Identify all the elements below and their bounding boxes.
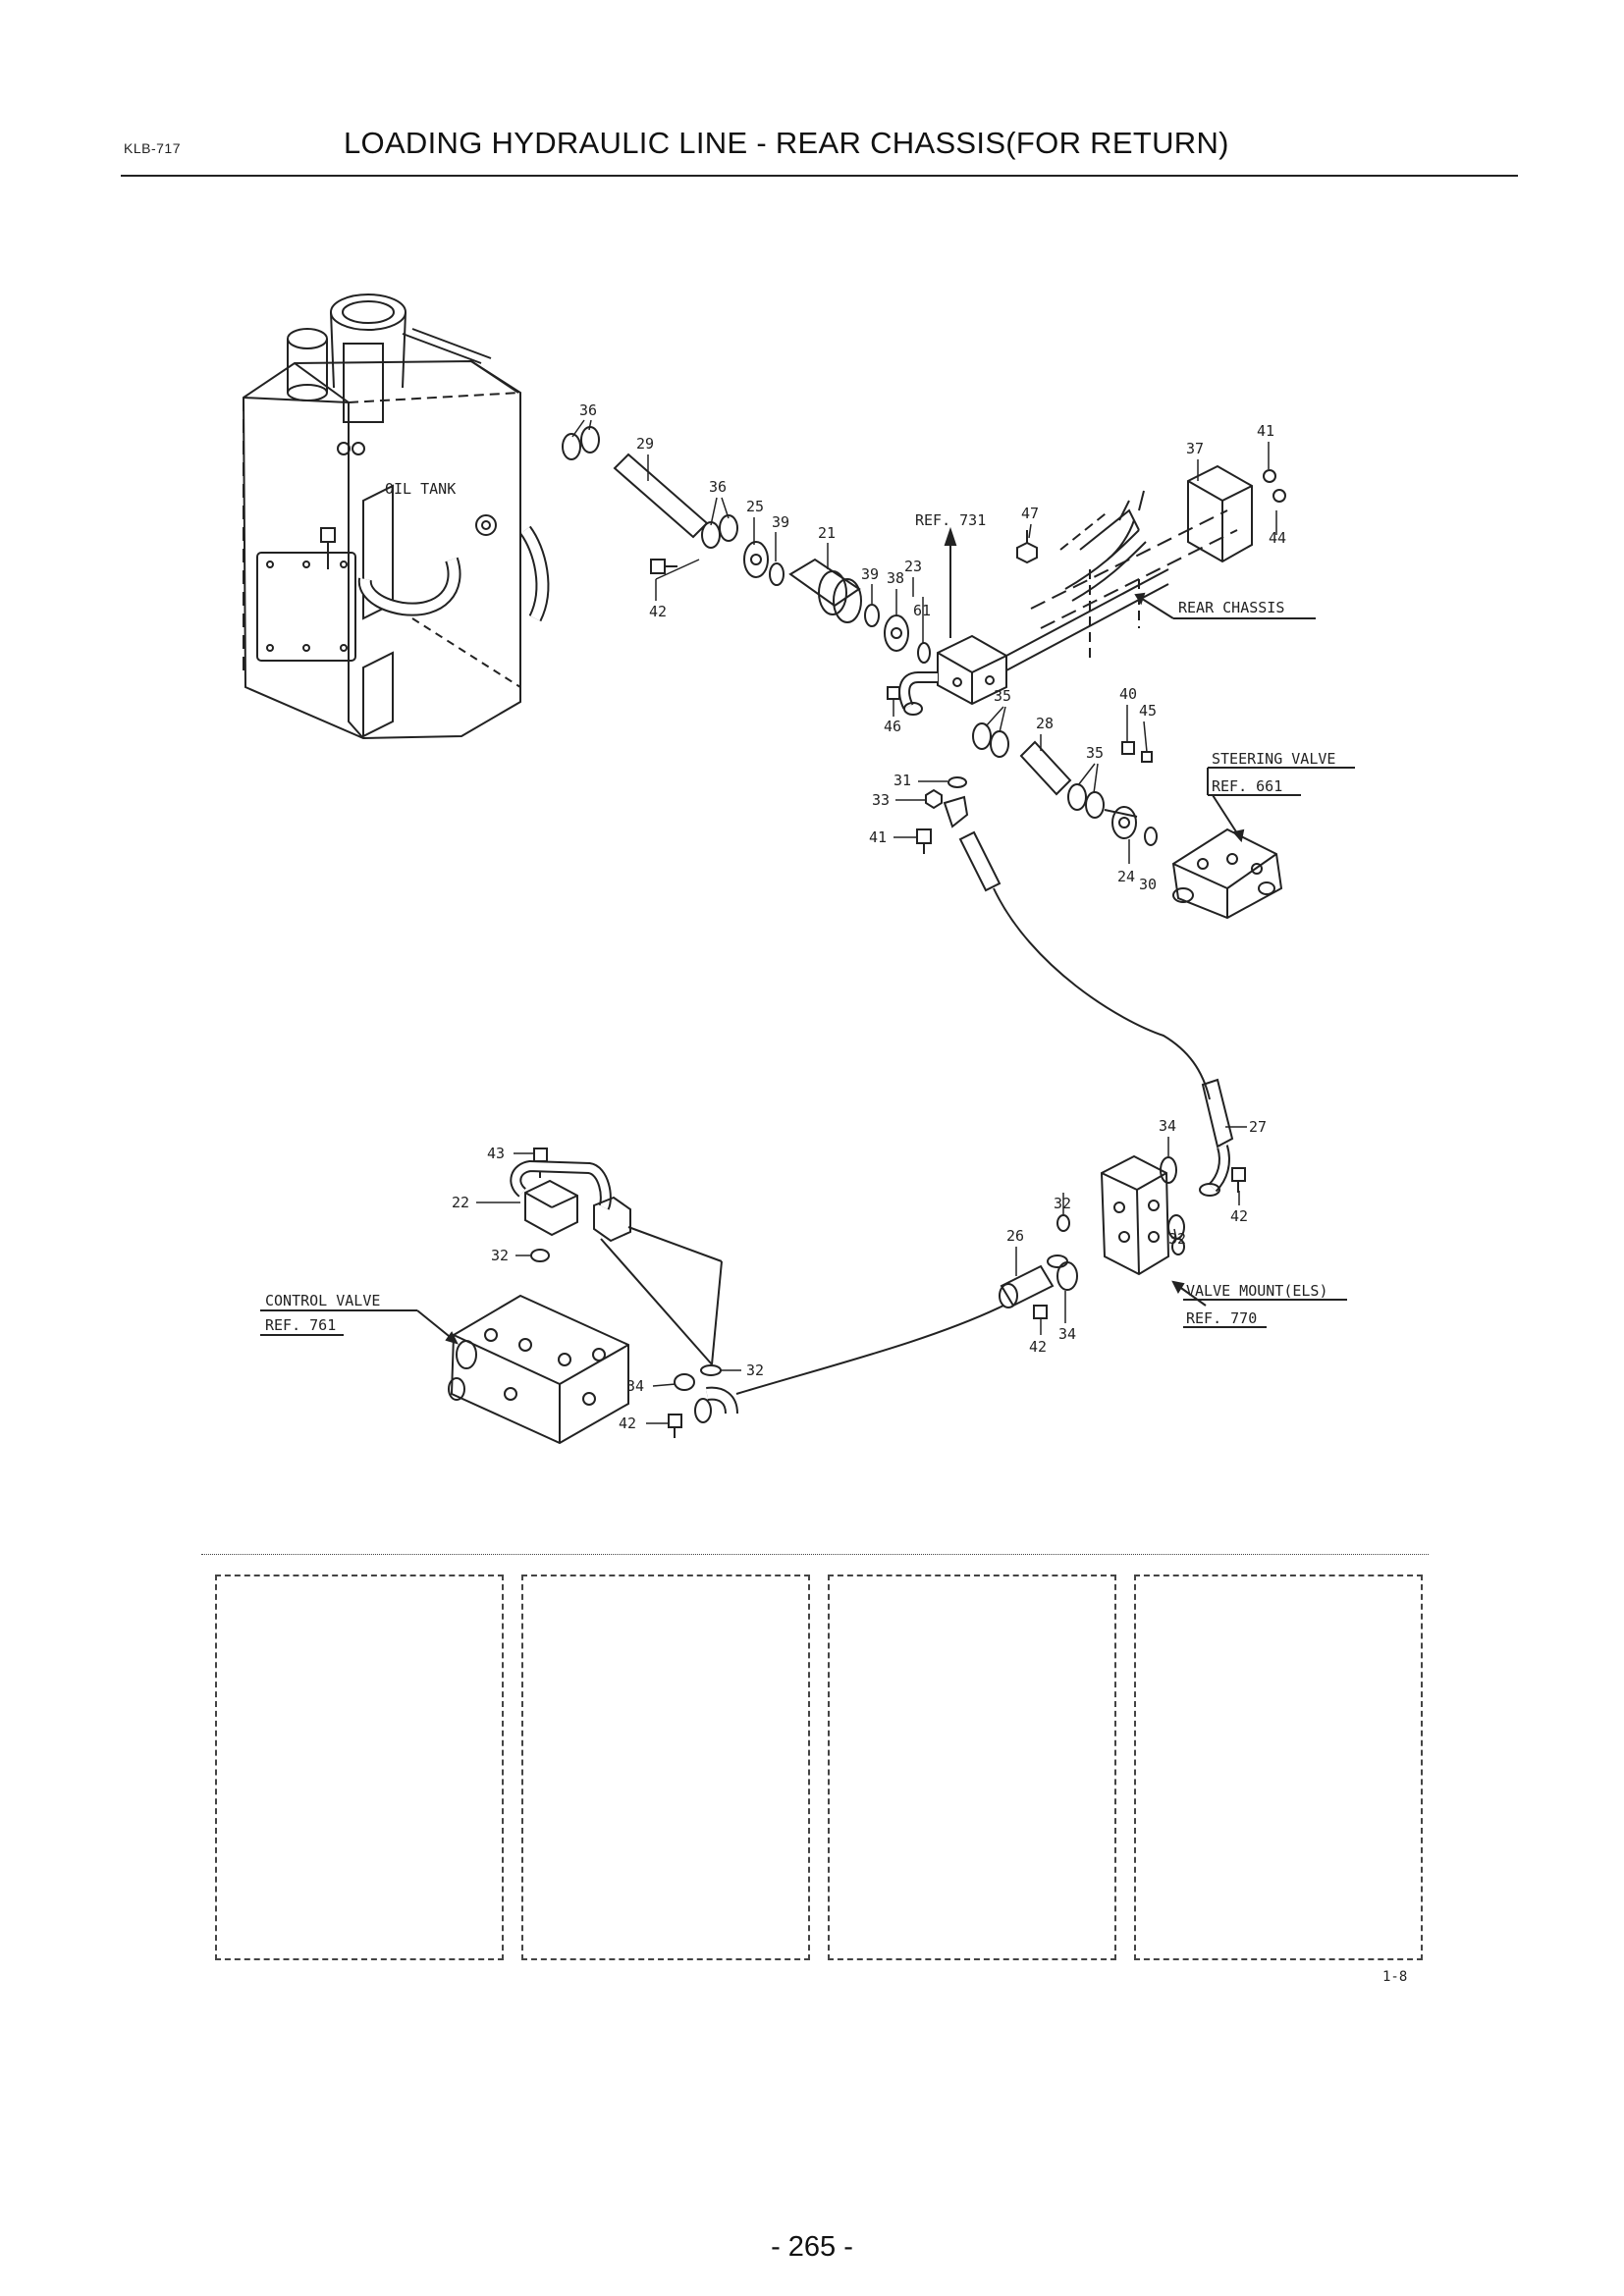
callout-42: 42 — [1029, 1338, 1047, 1356]
callout-37: 37 — [1186, 440, 1204, 457]
callout-26: 26 — [1006, 1227, 1024, 1245]
callout-44: 44 — [1269, 529, 1286, 547]
callout-32: 32 — [1168, 1230, 1186, 1248]
callout-34: 34 — [1058, 1325, 1076, 1343]
parts-box — [1134, 1575, 1423, 1960]
valve-mount-label: VALVE MOUNT(ELS) — [1186, 1282, 1328, 1300]
tank-outlet-fittings — [562, 426, 931, 664]
callout-38: 38 — [887, 569, 904, 587]
callout-36: 36 — [709, 478, 727, 496]
downline-fittings — [916, 776, 1234, 1197]
callout-35: 35 — [1086, 744, 1104, 762]
sheet-reference: 1-8 — [1382, 1969, 1408, 1985]
return-block — [887, 526, 1169, 716]
callout-34: 34 — [1159, 1117, 1176, 1135]
callout-41: 41 — [1257, 422, 1274, 440]
callout-24: 24 — [1117, 868, 1135, 885]
callout-46: 46 — [884, 718, 901, 735]
callout-61: 61 — [913, 602, 931, 619]
callout-33: 33 — [872, 791, 890, 809]
rear-chassis-drawing — [1016, 464, 1316, 658]
callout-32: 32 — [746, 1362, 764, 1379]
rear-chassis-label: REAR CHASSIS — [1178, 599, 1284, 616]
callout-31: 31 — [893, 772, 911, 789]
parts-box — [828, 1575, 1116, 1960]
callout-47: 47 — [1021, 505, 1039, 522]
steering-valve-branch — [972, 722, 1355, 920]
callout-45: 45 — [1139, 702, 1157, 720]
title-underline — [121, 175, 1518, 177]
callout-leaders — [476, 419, 1277, 1424]
callout-30: 30 — [1139, 876, 1157, 893]
callout-32: 32 — [491, 1247, 509, 1264]
callout-42: 42 — [1230, 1207, 1248, 1225]
parts-box — [521, 1575, 810, 1960]
callout-43: 43 — [487, 1145, 505, 1162]
oil-tank-drawing — [242, 294, 550, 740]
callout-42: 42 — [649, 603, 667, 620]
callout-36: 36 — [579, 401, 597, 419]
ref-761-label: REF. 761 — [265, 1316, 336, 1334]
callout-21: 21 — [818, 524, 836, 542]
valve-mount-drawing — [735, 1154, 1347, 1395]
document-code: KLB-717 — [124, 140, 181, 156]
callout-40: 40 — [1119, 685, 1137, 703]
control-valve-branch — [260, 1148, 738, 1445]
callout-23: 23 — [904, 558, 922, 575]
callout-numbers: 36 29 36 25 39 21 39 38 23 61 42 47 37 4… — [452, 401, 1286, 1432]
ref-731-label: REF. 731 — [915, 511, 986, 529]
page-title: LOADING HYDRAULIC LINE - REAR CHASSIS(FO… — [344, 126, 1229, 160]
parts-box — [215, 1575, 504, 1960]
hydraulic-line-diagram: OIL TANK — [242, 294, 1355, 1445]
callout-28: 28 — [1036, 715, 1054, 732]
callout-22: 22 — [452, 1194, 469, 1211]
callout-27: 27 — [1249, 1118, 1267, 1136]
ref-770-label: REF. 770 — [1186, 1309, 1257, 1327]
separator-rule — [201, 1554, 1429, 1555]
steering-valve-label: STEERING VALVE — [1212, 750, 1335, 768]
callout-32: 32 — [1054, 1195, 1071, 1212]
callout-25: 25 — [746, 498, 764, 515]
callout-35: 35 — [994, 687, 1011, 705]
control-valve-label: CONTROL VALVE — [265, 1292, 380, 1309]
callout-41: 41 — [869, 828, 887, 846]
oil-tank-label: OIL TANK — [385, 480, 456, 498]
callout-39: 39 — [772, 513, 789, 531]
callout-39: 39 — [861, 565, 879, 583]
page-number: - 265 - — [771, 2231, 853, 2263]
ref-661-label: REF. 661 — [1212, 777, 1282, 795]
callout-42: 42 — [619, 1415, 636, 1432]
callout-29: 29 — [636, 435, 654, 453]
callout-34: 34 — [626, 1377, 644, 1395]
